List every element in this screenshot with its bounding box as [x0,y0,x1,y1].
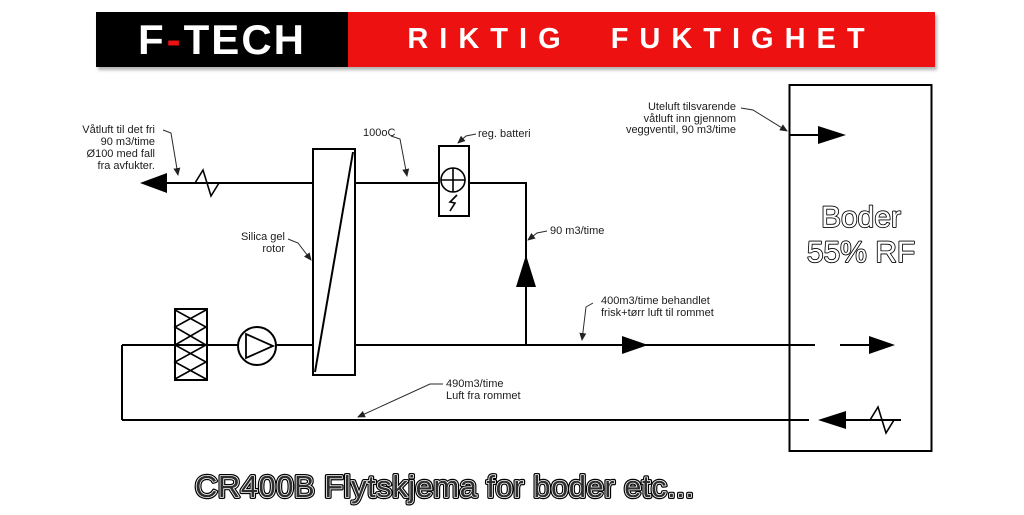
leader-flow-90 [527,230,548,241]
filter-zigzag-icon [173,309,208,380]
diagram-title: CR400B Flytskjema for boder etc... [195,469,694,504]
brand-tech: TECH [183,15,306,63]
leader-vatluft [162,129,181,176]
room-name: Boder [821,201,901,234]
fan [237,326,277,366]
diagram-title: CR400B Flytskjema for boder etc... [195,469,694,504]
leader-uteluft [740,107,788,132]
label-silica: Silica gel rotor [240,231,285,255]
arrow-into-room-icon [869,336,895,354]
label-temp: 100oC [363,127,396,139]
room-humidity: 55% RF [807,236,915,269]
brand-hyphen: - [166,15,183,63]
pipe-exhaust [167,182,527,345]
lightning-icon [448,194,458,212]
label-reg-batteri: reg. batteri [478,128,531,140]
brand-f: F [138,15,166,63]
leader-flow-490 [357,383,443,418]
leader-flow-400 [579,302,594,341]
brand-name: F-TECH [138,15,306,63]
arrow-exhaust-out-icon [140,173,167,193]
logo-tagline: RIKTIG FUKTIGHET [407,23,876,55]
reg-battery [438,145,470,217]
pipe-break-icon [869,405,895,435]
rotor [312,148,356,376]
logo-tagline-panel: RIKTIG FUKTIGHET [348,12,935,67]
arrow-wall-vent-icon [818,126,846,144]
room-box [788,84,933,452]
leader-reg-batteri [457,133,477,144]
label-vatluft: Våtluft til det fri 90 m3/time Ø100 med … [82,124,155,172]
arrow-from-room-icon [818,411,846,429]
leader-temp [390,135,410,177]
label-flow-90: 90 m3/time [550,225,605,237]
arrow-up-icon [516,255,536,287]
leader-silica [287,238,312,261]
pipe-break-icon [194,168,220,198]
diagram-title: CR400B Flytskjema for boder etc... [195,469,694,504]
label-uteluft: Uteluft tilsvarende våtluft inn gjennom … [625,101,736,136]
fan-blade-icon [245,332,276,360]
logo: F-TECH RIKTIG FUKTIGHET [96,12,935,67]
logo-brand-panel: F-TECH [96,12,348,67]
arrow-supply-icon [622,336,648,354]
label-flow-490: 490m3/time Luft fra rommet [446,378,521,402]
label-flow-400: 400m3/time behandlet frisk+tørr luft til… [601,295,714,319]
filter-zigzag-icon [173,309,208,380]
